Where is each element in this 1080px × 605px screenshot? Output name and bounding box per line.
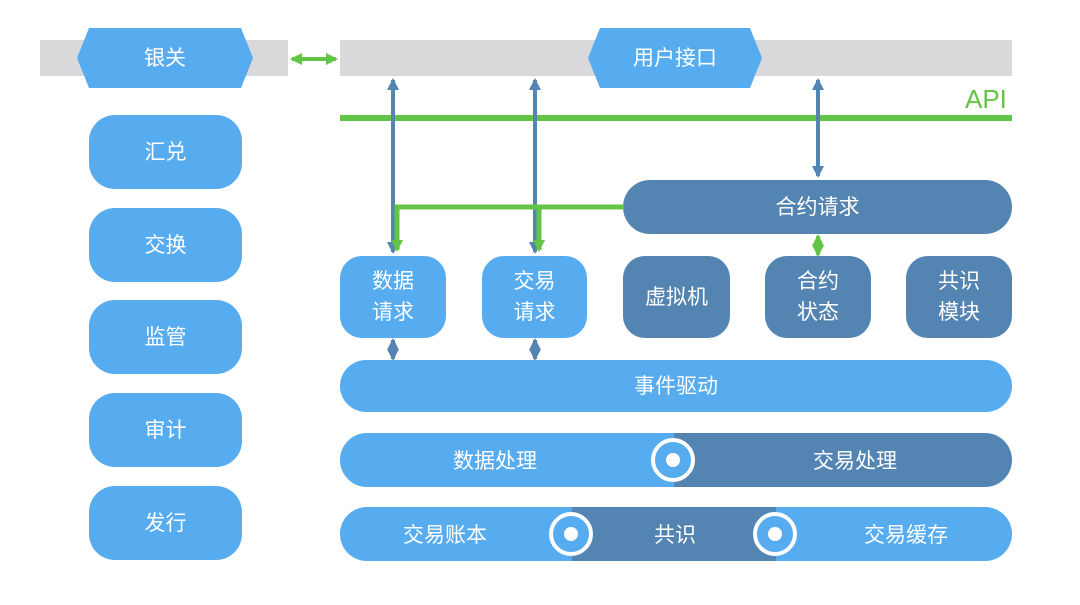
- left-item-label: 汇兑: [144, 139, 187, 164]
- event-driven-label: 事件驱动: [634, 373, 718, 398]
- left-item-label: 审计: [144, 417, 187, 442]
- contract-dispatch-line: [391, 204, 624, 252]
- gateway-label: 银关: [144, 45, 186, 70]
- consensus-label: 共识: [654, 523, 696, 547]
- left-item-label: 交换: [144, 232, 187, 257]
- processing-right-segment: [674, 433, 1012, 487]
- trade-request-box: 交易 请求: [482, 256, 587, 338]
- left-item-swap: 交换: [89, 208, 242, 282]
- module-line: 数据: [372, 269, 414, 293]
- module-line: 合约: [797, 269, 839, 293]
- processing-left-segment: [340, 433, 674, 487]
- api-label: API: [965, 84, 1007, 114]
- left-item-label: 发行: [144, 510, 187, 535]
- left-item-issuance: 发行: [89, 486, 242, 560]
- contract-request-bar: 合约请求: [623, 180, 1012, 234]
- data-request-box: 数据 请求: [340, 256, 446, 338]
- module-line: 交易: [513, 269, 556, 293]
- ledger-connector-left-icon: [549, 512, 593, 556]
- ledger-bar: 交易账本 共识 交易缓存: [340, 507, 1012, 561]
- event-driven-bar: 事件驱动: [340, 360, 1012, 412]
- contract-request-label: 合约请求: [775, 194, 860, 219]
- data-processing-label: 数据处理: [453, 449, 537, 473]
- ledger-right-segment: [776, 507, 1012, 561]
- ledger-left-segment: [340, 507, 572, 561]
- module-label: 虚拟机: [645, 284, 708, 309]
- ledger-connector-right-icon: [753, 512, 797, 556]
- module-line: 共识: [938, 269, 980, 293]
- processing-connector-icon: [651, 438, 695, 482]
- processing-bar: 数据处理 交易处理: [340, 433, 1012, 487]
- left-item-supervision: 监管: [89, 300, 242, 374]
- trade-ledger-label: 交易账本: [403, 523, 487, 547]
- module-line: 状态: [797, 300, 839, 324]
- left-item-audit: 审计: [89, 393, 242, 467]
- left-item-exchange: 汇兑: [89, 115, 242, 189]
- ledger-middle-segment: [572, 507, 776, 561]
- user-interface-label: 用户接口: [633, 45, 717, 70]
- trade-processing-label: 交易处理: [813, 449, 897, 473]
- module-line: 请求: [513, 300, 556, 324]
- consensus-module-box: 共识 模块: [906, 256, 1012, 338]
- left-item-label: 监管: [144, 324, 187, 349]
- module-line: 模块: [938, 300, 980, 324]
- gateway-box: 银关: [77, 28, 253, 88]
- module-line: 请求: [372, 300, 414, 324]
- contract-state-box: 合约 状态: [765, 256, 871, 338]
- virtual-machine-box: 虚拟机: [623, 256, 730, 338]
- user-interface-box: 用户接口: [588, 28, 762, 88]
- trade-cache-label: 交易缓存: [864, 523, 948, 547]
